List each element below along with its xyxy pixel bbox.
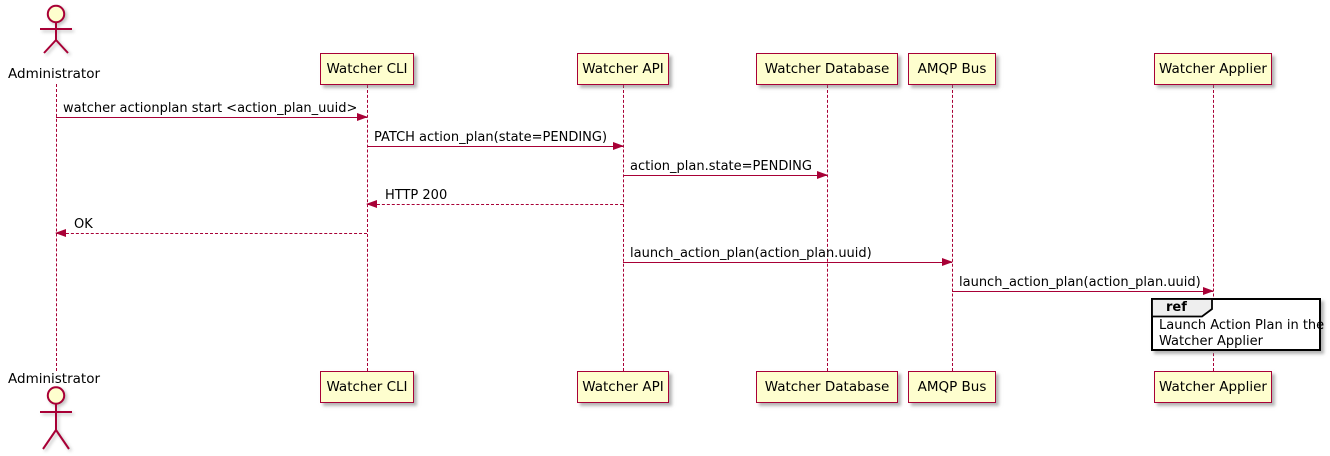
lifeline-watcher-database <box>827 85 828 371</box>
participant-watcher-database-bottom: Watcher Database <box>756 371 898 403</box>
lifeline-watcher-api <box>623 85 624 371</box>
ref-text-line-1: Launch Action Plan in the <box>1159 318 1325 333</box>
message-7-label: launch_action_plan(action_plan.uuid) <box>959 275 1201 290</box>
arrowhead-icon <box>366 200 377 209</box>
arrowhead-icon <box>55 229 66 238</box>
participant-amqp-bus-bottom: AMQP Bus <box>908 371 996 403</box>
message-2: PATCH action_plan(state=PENDING) <box>367 130 624 151</box>
participant-watcher-cli-bottom: Watcher CLI <box>320 371 414 403</box>
lifeline-administrator <box>56 84 57 371</box>
message-2-label: PATCH action_plan(state=PENDING) <box>374 130 608 145</box>
actor-icon-top <box>40 4 72 54</box>
participant-watcher-cli-top: Watcher CLI <box>320 53 414 85</box>
arrowhead-icon <box>942 258 953 267</box>
message-5: OK <box>55 217 367 238</box>
ref-keyword: ref <box>1166 300 1187 315</box>
participant-watcher-applier-bottom: Watcher Applier <box>1154 371 1272 403</box>
message-5-label: OK <box>74 217 93 232</box>
participant-watcher-api-bottom: Watcher API <box>577 371 669 403</box>
message-6: launch_action_plan(action_plan.uuid) <box>623 246 953 267</box>
actor-icon-bottom <box>40 386 72 450</box>
actor-label-bottom: Administrator <box>8 371 101 387</box>
message-1: watcher actionplan start <action_plan_uu… <box>56 101 368 122</box>
message-4: HTTP 200 <box>366 188 623 209</box>
ref-fragment: ref Launch Action Plan in the Watcher Ap… <box>1151 298 1325 351</box>
arrowhead-icon <box>357 113 368 122</box>
message-3: action_plan.state=PENDING <box>623 159 828 180</box>
message-1-label: watcher actionplan start <action_plan_uu… <box>63 101 358 116</box>
arrowhead-icon <box>613 142 624 151</box>
participant-amqp-bus-top: AMQP Bus <box>908 53 996 85</box>
message-4-label: HTTP 200 <box>385 188 448 203</box>
lifeline-watcher-applier <box>1213 85 1214 371</box>
message-6-label: launch_action_plan(action_plan.uuid) <box>630 246 872 261</box>
lifeline-amqp-bus <box>952 85 953 371</box>
participant-watcher-database-top: Watcher Database <box>756 53 898 85</box>
arrowhead-icon <box>1203 287 1214 296</box>
ref-tab-icon <box>1151 298 1213 318</box>
participant-watcher-applier-top: Watcher Applier <box>1154 53 1272 85</box>
participant-watcher-api-top: Watcher API <box>577 53 669 85</box>
lifeline-watcher-cli <box>367 85 368 371</box>
message-3-label: action_plan.state=PENDING <box>630 159 812 174</box>
arrowhead-icon <box>817 171 828 180</box>
ref-text-line-2: Watcher Applier <box>1159 334 1263 349</box>
message-7: launch_action_plan(action_plan.uuid) <box>952 275 1214 296</box>
actor-label-top: Administrator <box>8 66 101 82</box>
